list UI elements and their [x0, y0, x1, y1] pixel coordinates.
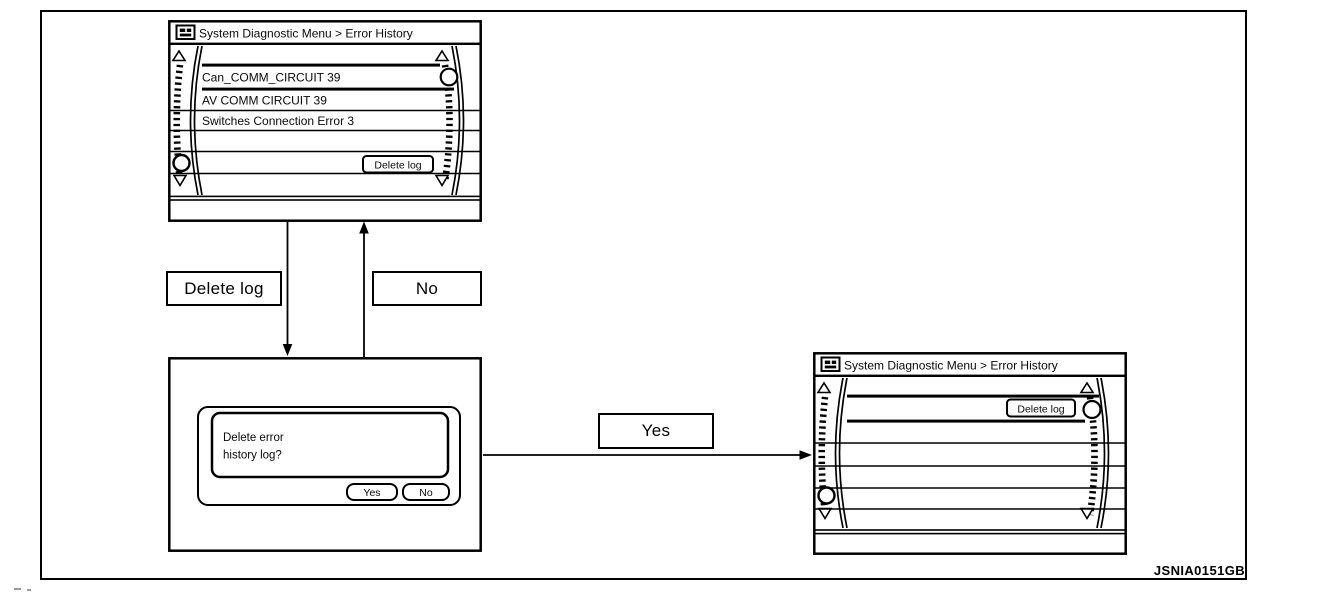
dialog-message-box: [210, 411, 450, 479]
screen-bezel: [813, 352, 1127, 555]
titlebar-divider: [169, 42, 481, 45]
scroll-up-indicator-left[interactable]: [171, 49, 187, 62]
display-bottom-divider: [814, 529, 1126, 535]
screen-error-history-cleared: System Diagnostic Menu > Error History: [813, 352, 1127, 555]
scroll-down-indicator-right[interactable]: [434, 174, 450, 188]
system-display-icon: [175, 24, 196, 40]
figure-frame: [40, 10, 1247, 580]
scroll-down-indicator-left[interactable]: [172, 174, 188, 188]
screen-confirm-dialog: Delete error history log? Yes No: [168, 357, 482, 552]
titlebar-divider: [814, 374, 1126, 377]
yes-button[interactable]: Yes: [346, 483, 398, 501]
selected-row-knob-indicator: [439, 67, 459, 87]
scroll-up-indicator-left[interactable]: [816, 381, 832, 394]
delete-log-button-label: Delete log: [374, 160, 421, 172]
delete-log-button[interactable]: Delete log: [1006, 398, 1076, 418]
dialog-message-line2: history log?: [223, 450, 282, 462]
error-row-2[interactable]: AV COMM CIRCUIT 39: [202, 94, 327, 108]
scroll-up-indicator-right[interactable]: [434, 49, 450, 62]
delete-log-button[interactable]: Delete log: [362, 155, 434, 174]
system-display-icon: [820, 356, 841, 372]
row-separators: [815, 394, 1125, 510]
yes-button-label: Yes: [363, 487, 380, 499]
delete-log-button-label: Delete log: [1017, 404, 1064, 416]
screen-title: System Diagnostic Menu > Error History: [199, 27, 413, 41]
flow-label-delete-log: Delete log: [166, 271, 282, 306]
knob-indicator: [817, 486, 836, 505]
error-row-1[interactable]: Can_COMM_CIRCUIT 39: [202, 71, 341, 85]
screen-error-history-list: System Diagnostic Menu > Error History: [168, 20, 482, 222]
left-dial-arc: [173, 45, 203, 196]
screen-bezel: [168, 20, 482, 222]
display-bottom-divider: [169, 195, 481, 201]
screen-title: System Diagnostic Menu > Error History: [844, 359, 1058, 373]
no-button-label: No: [419, 487, 433, 499]
no-button[interactable]: No: [402, 483, 450, 501]
selected-row-knob-indicator: [1082, 399, 1102, 420]
dialog-message-line1: Delete error: [223, 432, 284, 444]
flow-label-yes: Yes: [598, 413, 714, 449]
error-row-3[interactable]: Switches Connection Error 3: [202, 114, 354, 128]
left-dial-arc: [818, 377, 848, 529]
scroll-up-indicator-right[interactable]: [1079, 381, 1095, 394]
flow-label-no: No: [372, 271, 482, 306]
knob-indicator: [172, 153, 191, 173]
figure-code: JSNIA0151GB: [1153, 563, 1245, 578]
